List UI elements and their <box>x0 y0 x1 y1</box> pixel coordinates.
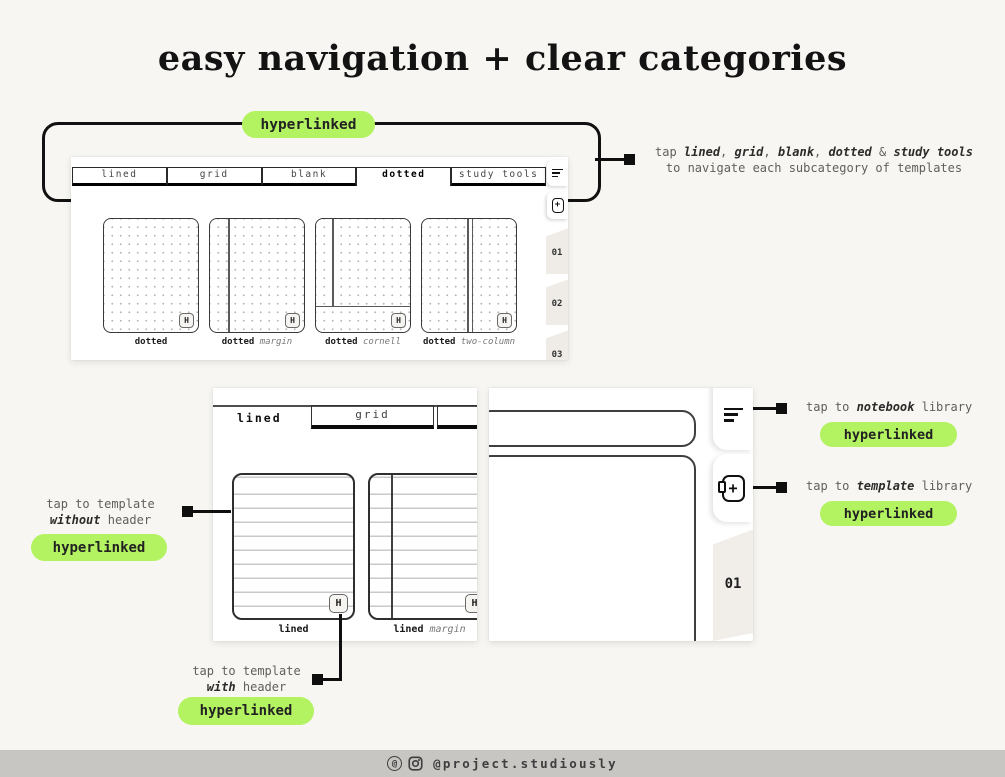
page-box <box>489 455 696 641</box>
social-handle: @project.studiously <box>433 756 618 771</box>
annotation-line: with header <box>206 679 287 694</box>
hyperlinked-pill: hyperlinked <box>820 422 957 447</box>
connector-line <box>322 678 341 681</box>
annotation-notebook-library: tap to notebook library <box>806 400 972 416</box>
template-card-lined-margin[interactable]: H <box>368 473 477 620</box>
template-label: dotted margin <box>221 337 293 347</box>
annotation-line: tap to template library <box>806 479 973 493</box>
header-box <box>489 410 696 447</box>
connector-line <box>193 510 231 513</box>
annotation-template-library: tap to template library <box>806 479 972 495</box>
header-badge[interactable]: H <box>497 313 512 328</box>
template-library-tab[interactable]: + <box>547 192 568 219</box>
template-labels: dotted dotted margin dotted cornell dott… <box>103 337 517 347</box>
annotation-categories: tap lined, grid, blank, dotted & study t… <box>653 144 975 176</box>
connector-square <box>624 154 635 165</box>
page-tab-02[interactable]: 02 <box>546 279 568 325</box>
template-label: lined <box>278 624 309 635</box>
template-grid: H H H H <box>103 218 517 333</box>
header-badge[interactable]: H <box>391 313 406 328</box>
tab-lined[interactable]: lined <box>237 411 282 425</box>
template-library-tab[interactable]: + <box>713 454 753 522</box>
header-badge[interactable]: H <box>285 313 300 328</box>
tab-dotted[interactable]: dotted <box>356 167 452 186</box>
connector-square <box>182 506 193 517</box>
template-label: lined margin <box>393 624 466 635</box>
instagram-icon <box>408 756 423 771</box>
notebook-list-icon <box>552 168 563 178</box>
notebook-library-tab[interactable] <box>547 160 568 186</box>
hyperlinked-pill: hyperlinked <box>31 534 167 561</box>
cornell-summary-line <box>316 305 410 307</box>
cornell-cue-line <box>332 219 334 307</box>
app-screenshot-categories: lined grid blank dotted study tools H H … <box>71 157 568 360</box>
template-card-dotted-two-column[interactable]: H <box>421 218 517 333</box>
tab-next-partial[interactable] <box>437 405 477 429</box>
template-card-dotted-margin[interactable]: H <box>209 218 305 333</box>
column-line <box>467 219 469 332</box>
column-line <box>471 219 473 332</box>
side-rail: + 01 02 03 <box>546 157 568 360</box>
app-screenshot-sidebar-zoom: + 01 <box>489 388 753 641</box>
connector-square <box>312 674 323 685</box>
annotation-line: tap to template <box>46 497 155 511</box>
category-tab-bar: lined grid blank dotted study tools <box>72 167 546 186</box>
tab-lined[interactable]: lined <box>72 167 167 186</box>
at-circle-icon: @ <box>387 756 403 771</box>
annotation-without-header: tap to template without header <box>28 497 173 528</box>
hyperlinked-pill: hyperlinked <box>178 697 314 725</box>
connector-line <box>339 614 342 681</box>
header-badge[interactable]: H <box>179 313 194 328</box>
annotation-line: tap to notebook library <box>806 400 973 414</box>
page-title: easy navigation + clear categories <box>157 38 848 79</box>
template-card-dotted[interactable]: H <box>103 218 199 333</box>
app-screenshot-templates-zoom: lined grid H H lined lined margin <box>213 388 477 641</box>
page-tab-01[interactable]: 01 <box>546 228 568 274</box>
connector-square <box>776 403 787 414</box>
annotation-with-header: tap to template with header <box>174 664 319 695</box>
header-badge[interactable]: H <box>329 594 348 613</box>
template-card-dotted-cornell[interactable]: H <box>315 218 411 333</box>
template-label: dotted two-column <box>422 337 516 347</box>
template-plus-icon: + <box>717 474 745 502</box>
notebook-library-tab[interactable] <box>713 388 753 450</box>
page-tab-03[interactable]: 03 <box>546 330 568 360</box>
annotation-line: tap lined, grid, blank, dotted & study t… <box>655 145 973 159</box>
header-badge[interactable]: H <box>465 594 477 613</box>
notebook-list-icon <box>723 408 743 422</box>
hyperlinked-pill: hyperlinked <box>242 111 375 138</box>
tab-blank[interactable]: blank <box>261 167 357 186</box>
tab-grid[interactable]: grid <box>311 405 434 429</box>
margin-line <box>228 219 230 332</box>
annotation-line: tap to template <box>192 664 301 678</box>
template-label: dotted cornell <box>325 337 401 347</box>
side-rail: + 01 <box>713 388 753 641</box>
connector-line <box>753 486 778 489</box>
annotation-line: to navigate each subcategory of template… <box>665 161 963 175</box>
template-card-lined[interactable]: H <box>232 473 355 620</box>
connector-line <box>753 407 778 410</box>
connector-square <box>776 482 787 493</box>
tab-study-tools[interactable]: study tools <box>451 167 546 186</box>
template-label: dotted <box>134 337 168 347</box>
annotation-line: without header <box>49 512 152 527</box>
page-tab-01[interactable]: 01 <box>713 529 753 641</box>
margin-line <box>391 475 393 618</box>
tab-grid[interactable]: grid <box>166 167 262 186</box>
connector-line <box>595 158 625 161</box>
hyperlinked-pill: hyperlinked <box>820 501 957 526</box>
template-plus-icon: + <box>551 198 564 213</box>
footer-bar: @ @project.studiously <box>0 750 1005 777</box>
